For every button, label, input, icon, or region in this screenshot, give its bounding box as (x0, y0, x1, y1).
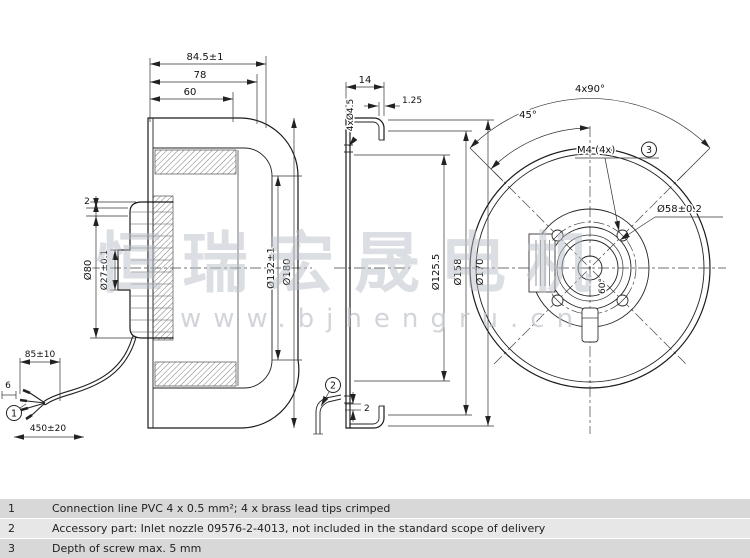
note-text: Depth of screw max. 5 mm (52, 542, 202, 555)
balloon-3: 3 (641, 141, 657, 158)
dim-60: 60 (184, 87, 197, 98)
side-view-dimensions: 84.5±1 78 60 Ø180 Ø132±1 Ø80 Ø27±0.1 2 8… (1, 51, 371, 440)
dim-holes-4x4-5: 4xØ4.5 (345, 99, 356, 131)
section-view (334, 117, 410, 429)
note-number: 3 (8, 542, 15, 555)
nameplate (528, 233, 556, 293)
note-text: Accessory part: Inlet nozzle 09576-2-401… (52, 522, 546, 535)
dim-nozzle-gap: 2 (364, 404, 370, 414)
dim-78: 78 (194, 70, 207, 81)
balloon-3-number: 3 (646, 145, 652, 156)
side-view (19, 117, 342, 435)
inlet-nozzle (313, 394, 342, 435)
rotor-hatch (152, 195, 174, 341)
dim-d80: Ø80 (82, 260, 94, 281)
balloon-2-number: 2 (330, 381, 336, 392)
front-view-dimensions: 4x90° 45° M4 (4x) 3 Ø58±0.2 60° (469, 83, 723, 295)
note-row-1: 1 Connection line PVC 4 x 0.5 mm²; 4 x b… (0, 499, 750, 518)
dim-tip-length: 6 (5, 381, 11, 391)
blade-section-hatch-top (154, 149, 237, 175)
dim-strip-length: 85±10 (25, 350, 56, 360)
label-m4: M4 (4x) (577, 145, 615, 156)
note-text: Connection line PVC 4 x 0.5 mm²; 4 x bra… (52, 502, 391, 515)
dim-d27: Ø27±0.1 (99, 250, 110, 290)
dim-d158: Ø158 (452, 259, 464, 286)
note-row-3: 3 Depth of screw max. 5 mm (0, 538, 750, 558)
dim-d58: Ø58±0.2 (657, 203, 702, 215)
dim-2-top: 2 (84, 197, 90, 207)
section-view-dimensions: 14 1.25 4xØ4.5 Ø170 Ø158 Ø125.5 (344, 74, 494, 427)
note-row-2: 2 Accessory part: Inlet nozzle 09576-2-4… (0, 518, 750, 538)
notes-table: 1 Connection line PVC 4 x 0.5 mm²; 4 x b… (0, 499, 750, 558)
dim-45: 45° (519, 110, 537, 121)
note-number: 1 (8, 502, 15, 515)
dim-d1255: Ø125.5 (430, 254, 442, 291)
note-number: 2 (8, 522, 15, 535)
dim-4x90: 4x90° (575, 84, 605, 95)
dim-60deg: 60° (598, 278, 608, 294)
cable (19, 335, 137, 421)
motor-ribs (131, 211, 172, 333)
terminal-box (581, 307, 599, 343)
balloon-1: 1 (6, 403, 27, 421)
technical-drawing: 84.5±1 78 60 Ø180 Ø132±1 Ø80 Ø27±0.1 2 8… (1, 51, 726, 440)
dim-d180: Ø180 (281, 259, 293, 286)
dim-14: 14 (359, 75, 372, 86)
front-view (458, 126, 726, 434)
balloon-2: 2 (320, 377, 341, 407)
blade-section-hatch-bottom (154, 361, 237, 387)
dim-cable-length: 450±20 (30, 424, 66, 434)
balloon-1-number: 1 (11, 409, 17, 420)
dim-d132: Ø132±1 (265, 247, 277, 289)
dim-1-25: 1.25 (402, 96, 422, 106)
dim-overall-depth: 84.5±1 (186, 52, 223, 63)
